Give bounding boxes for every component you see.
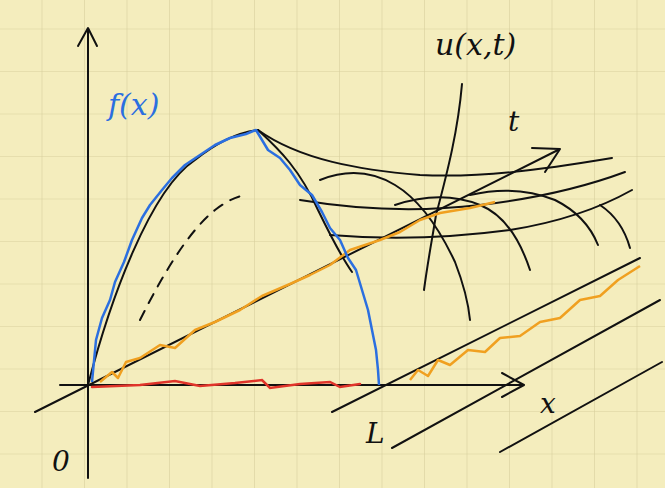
function-label: u(x,t) xyxy=(435,30,516,60)
leader-line xyxy=(436,84,462,215)
surface-slice xyxy=(470,191,598,245)
axis-label: x xyxy=(540,390,556,418)
boundary-zigzag xyxy=(92,380,360,388)
t-axis xyxy=(35,150,558,412)
axis-label: L xyxy=(366,420,385,448)
surface-slice xyxy=(600,205,630,248)
boundary-line xyxy=(332,258,640,412)
initial-data-curve xyxy=(92,130,379,385)
surface-ridge xyxy=(258,130,612,176)
boundary-trace xyxy=(100,202,495,382)
leader-line xyxy=(424,215,436,290)
surface-ridge xyxy=(300,172,625,209)
dashed-profile xyxy=(140,195,246,320)
vertical-axis xyxy=(87,30,89,478)
axis-label: 0 xyxy=(52,448,70,476)
function-label: f(x) xyxy=(108,90,159,120)
grid-line xyxy=(392,300,660,448)
axis-arrowhead xyxy=(78,28,97,46)
grid-line xyxy=(500,362,662,452)
axis-label: t xyxy=(508,108,519,136)
surface-ridge xyxy=(330,190,632,238)
boundary-trace xyxy=(410,266,640,380)
